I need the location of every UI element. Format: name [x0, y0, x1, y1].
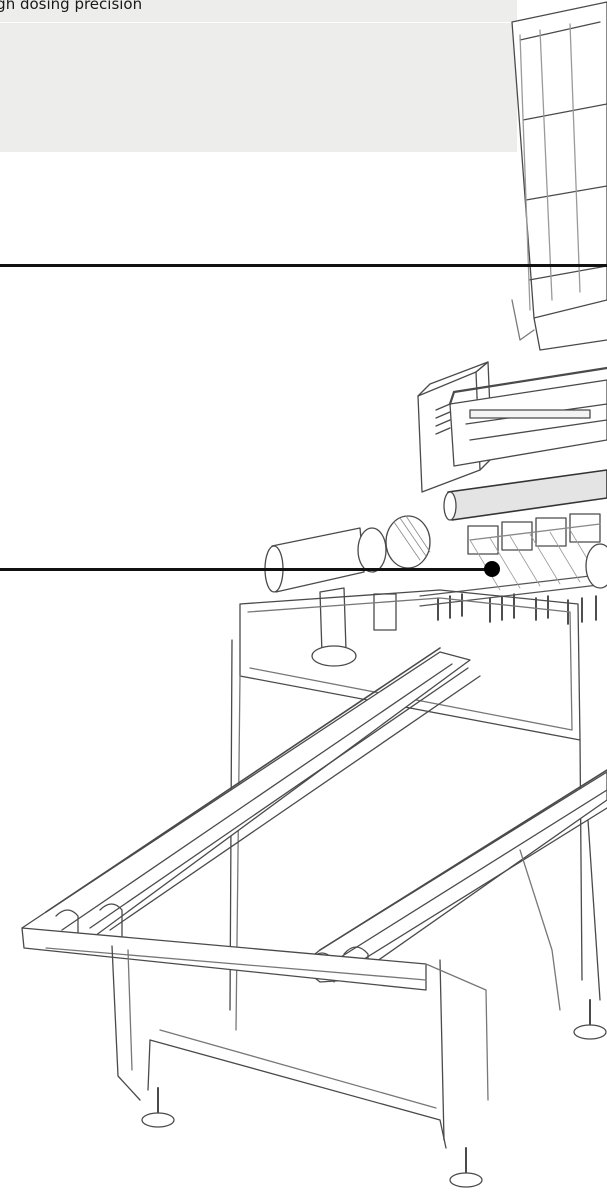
inlet-pipe [264, 515, 607, 667]
panel-caption: igh dosing precision [0, 0, 143, 13]
hopper-cabinet [511, 1, 607, 351]
conveyor-rails [21, 647, 607, 991]
info-panel: igh dosing precision [0, 0, 517, 152]
leader-line-dosing-head [0, 568, 488, 571]
leveling-feet [141, 999, 607, 1188]
leader-dot-dosing-head [484, 561, 500, 577]
panel-divider [0, 22, 517, 23]
leader-line-top [0, 264, 607, 267]
lower-frame [111, 819, 601, 1149]
dosing-head [419, 366, 607, 625]
